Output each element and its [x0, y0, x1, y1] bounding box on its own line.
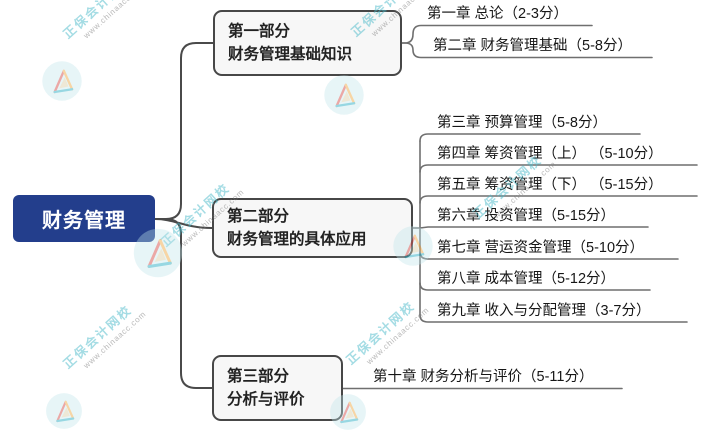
topic-chapter-6[interactable]: 第六章 投资管理（5-15分）	[437, 208, 616, 224]
topic-part-2-subtitle: 财务管理的具体应用	[227, 231, 367, 248]
root-topic[interactable]: 财务管理	[13, 195, 155, 242]
topic-part-1-title: 第一部分	[228, 23, 291, 40]
topic-part-2[interactable]: 第二部分 财务管理的具体应用	[212, 198, 413, 258]
topic-part-1-subtitle: 财务管理基础知识	[228, 46, 353, 63]
topic-chapter-8[interactable]: 第八章 成本管理（5-12分）	[437, 271, 616, 287]
connector-ch9	[419, 314, 688, 323]
connector-ch4	[419, 164, 698, 173]
connector-root-to-part3	[154, 218, 213, 389]
connector-root-to-part2	[154, 218, 213, 229]
topic-chapter-1[interactable]: 第一章 总论（2-3分）	[427, 6, 568, 22]
topic-chapter-7[interactable]: 第七章 营运资金管理（5-10分）	[437, 240, 645, 256]
connector-root-to-part1	[154, 42, 214, 220]
topic-chapter-10[interactable]: 第十章 财务分析与评价（5-11分）	[373, 369, 594, 385]
topic-part-2-title: 第二部分	[227, 208, 290, 225]
connector-ch3	[419, 133, 641, 142]
connector-ch8	[419, 282, 651, 291]
topic-part-1[interactable]: 第一部分 财务管理基础知识	[213, 10, 402, 76]
connector-ch6	[419, 226, 649, 229]
connector-ch5	[419, 195, 698, 204]
topic-chapter-5[interactable]: 第五章 筹资管理（下） （5-15分）	[437, 177, 663, 193]
topic-chapter-3[interactable]: 第三章 预算管理（5-8分）	[437, 115, 607, 131]
topic-part-3-title: 第三部分	[227, 368, 290, 385]
topic-chapter-4[interactable]: 第四章 筹资管理（上） （5-10分）	[437, 146, 663, 162]
topic-part-3[interactable]: 第三部分 分析与评价	[212, 355, 343, 421]
topic-chapter-9[interactable]: 第九章 收入与分配管理（3-7分）	[437, 303, 651, 319]
topic-part-3-subtitle: 分析与评价	[227, 391, 305, 408]
connector-ch2	[401, 42, 653, 59]
topic-chapter-2[interactable]: 第二章 财务管理基础（5-8分）	[433, 38, 632, 54]
